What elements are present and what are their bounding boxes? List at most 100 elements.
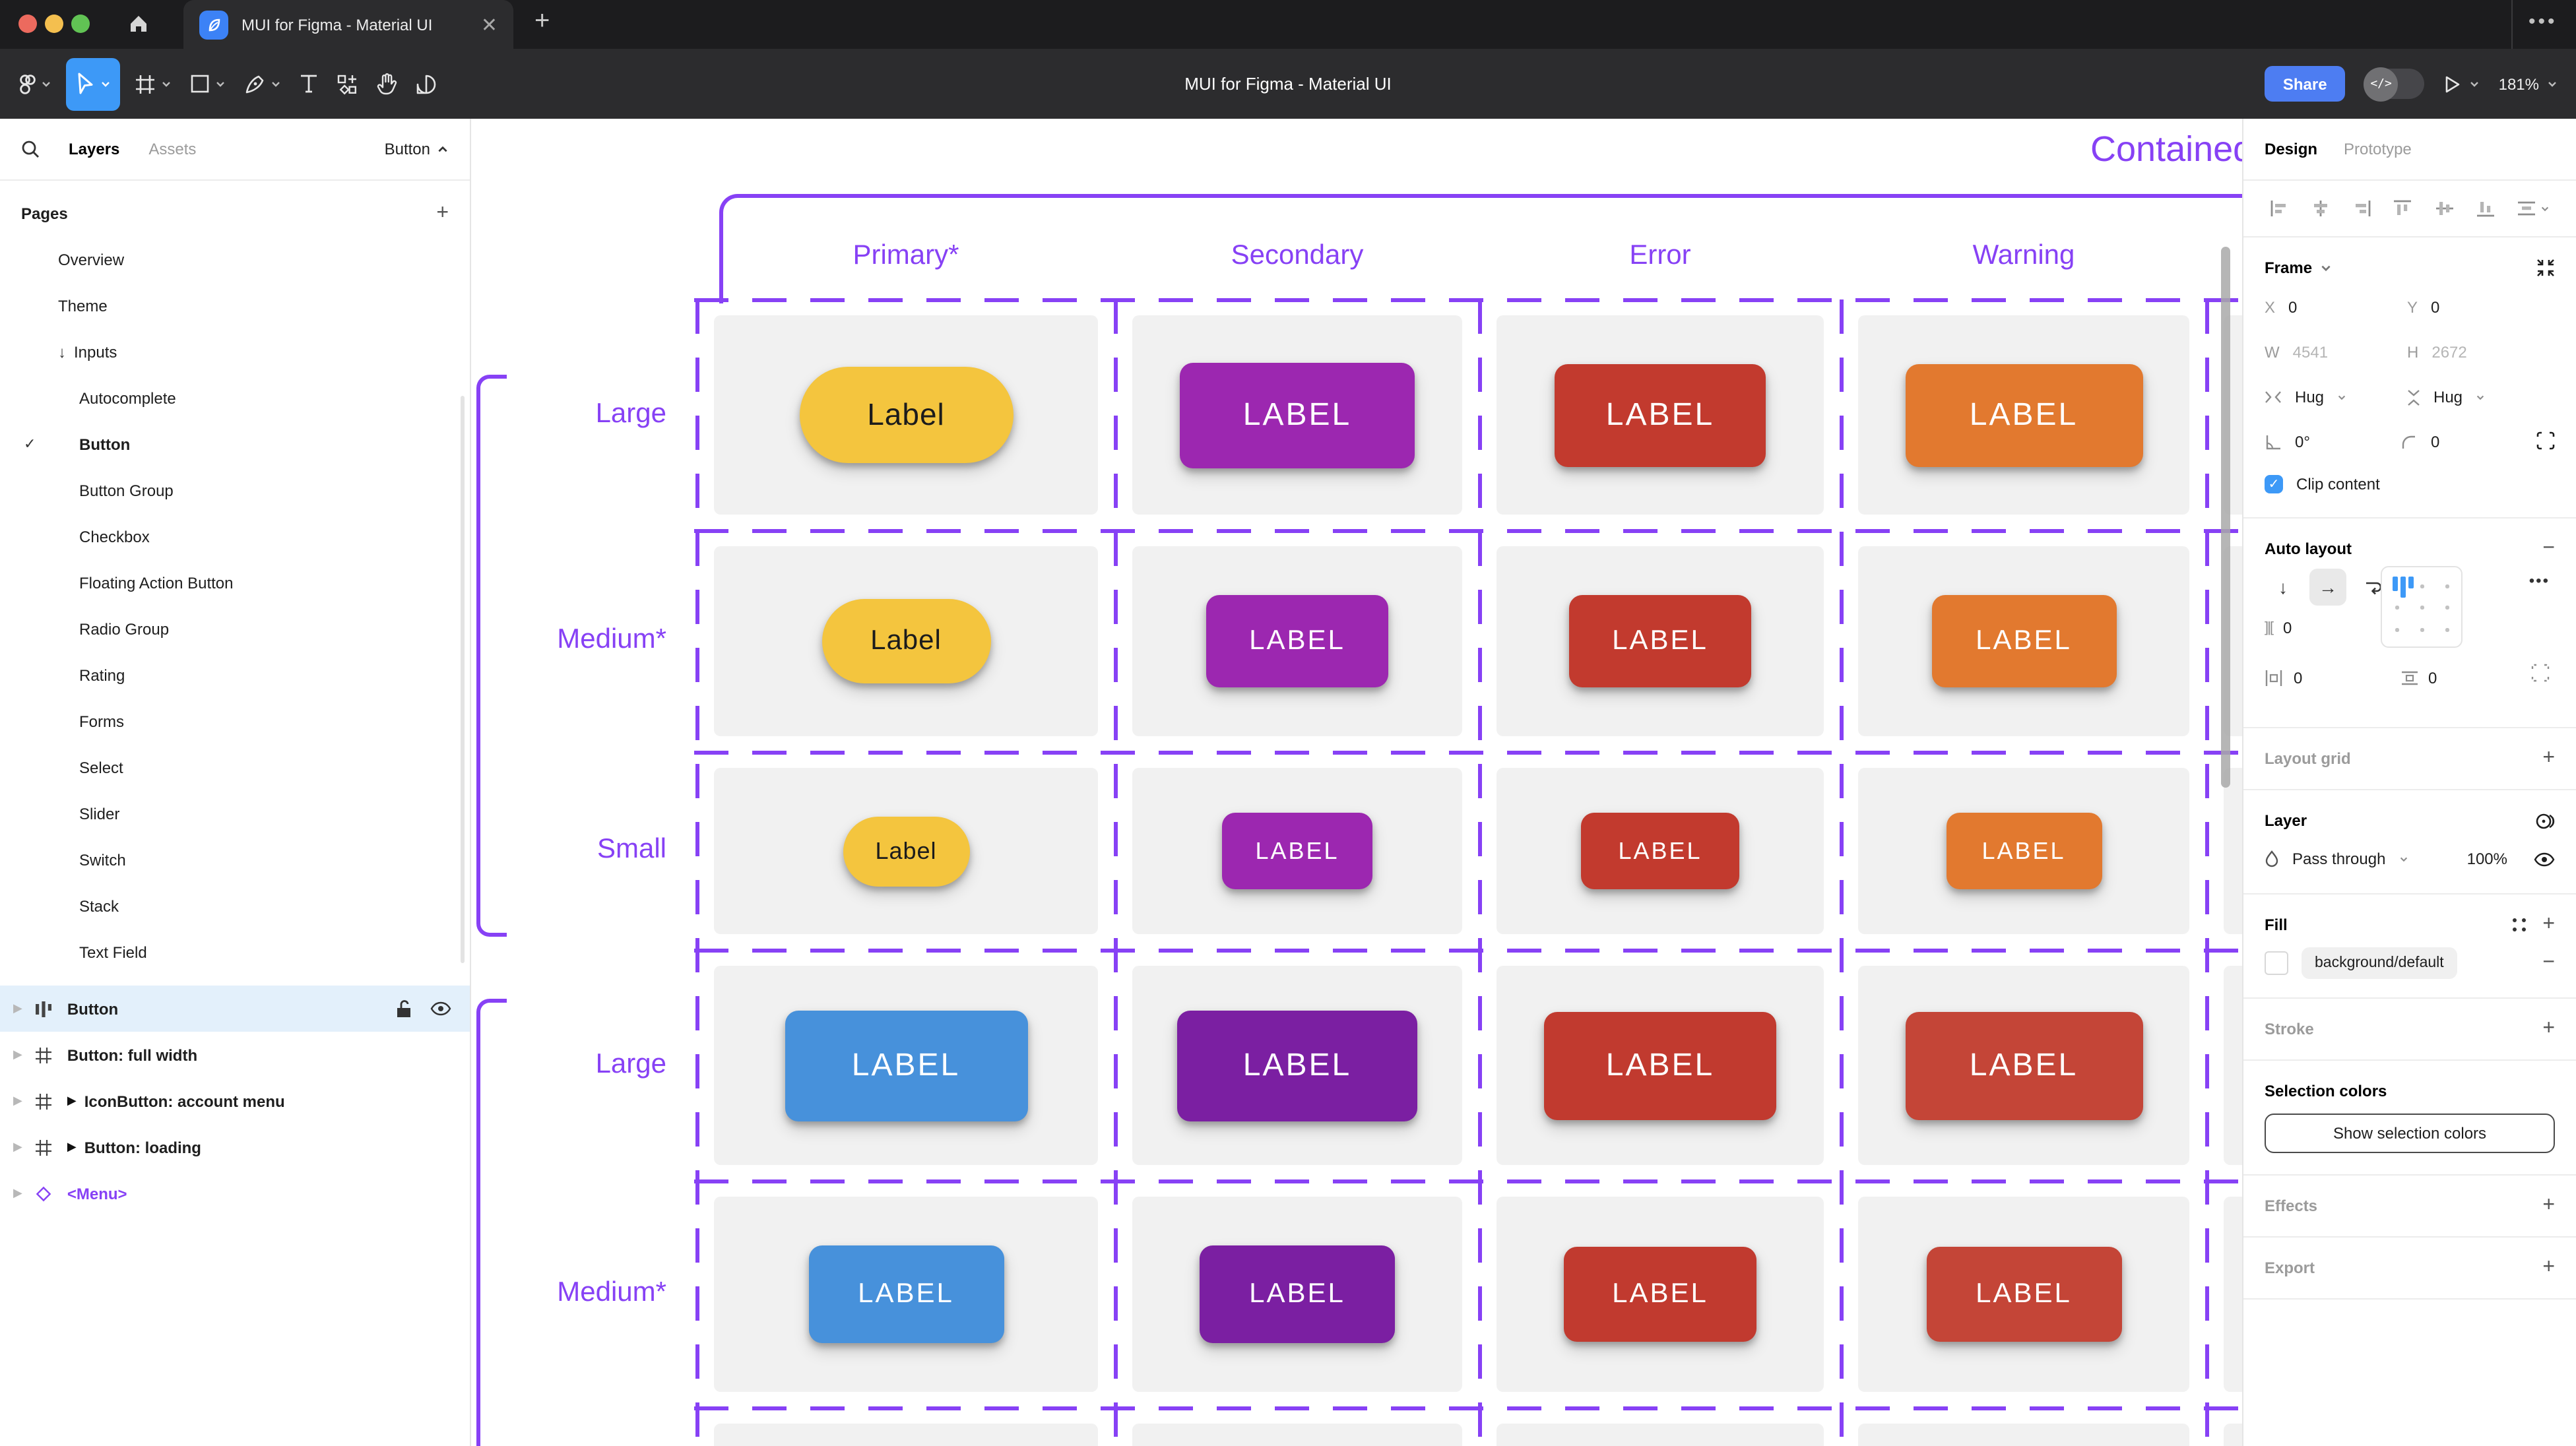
fill-row[interactable]: background/default − <box>2265 942 2555 984</box>
expand-chevron-icon[interactable]: ▶ <box>13 1048 22 1061</box>
page-item-checkbox[interactable]: Checkbox <box>79 527 150 546</box>
mui-button-warning-medium[interactable]: LABEL <box>1931 595 2116 687</box>
page-item-theme[interactable]: Theme <box>58 296 108 315</box>
text-tool-button[interactable] <box>290 57 327 110</box>
mui-button-error-medium[interactable]: LABEL <box>1569 595 1751 687</box>
shape-tool-button[interactable] <box>181 57 235 110</box>
blend-mode-row[interactable]: Pass through 100% <box>2265 838 2555 880</box>
page-item-select[interactable]: Select <box>79 758 123 776</box>
comment-tool-button[interactable] <box>406 57 446 110</box>
h-sizing-dropdown[interactable]: Hug <box>2265 388 2407 406</box>
eye-icon[interactable] <box>430 1001 451 1016</box>
file-tab[interactable]: MUI for Figma - Material UI ✕ <box>183 0 513 49</box>
clip-content-checkbox[interactable]: ✓ <box>2265 475 2283 493</box>
vertical-padding-field[interactable]: 0 <box>2402 669 2437 687</box>
align-left-icon[interactable] <box>2270 199 2290 218</box>
present-button[interactable] <box>2443 75 2480 93</box>
align-top-icon[interactable] <box>2393 199 2413 218</box>
page-item-button[interactable]: ✓Button <box>24 435 131 453</box>
add-layout-grid-button[interactable]: + <box>2542 747 2555 769</box>
gap-field[interactable]: ]|[0 <box>2265 619 2292 637</box>
hand-tool-button[interactable] <box>367 57 406 110</box>
tab-close-icon[interactable]: ✕ <box>480 14 498 36</box>
fill-token-chip[interactable]: background/default <box>2302 947 2457 979</box>
maximize-window-button[interactable] <box>71 15 90 33</box>
add-fill-button[interactable]: + <box>2542 913 2555 935</box>
layer-item-iconbutton-account-menu[interactable]: ▶▶IconButton: account menu <box>13 1092 285 1110</box>
auto-layout-more-icon[interactable]: ••• <box>2528 571 2550 590</box>
corner-radius-field[interactable]: 0 <box>2400 433 2536 451</box>
unlock-icon[interactable] <box>396 999 412 1018</box>
page-item-forms[interactable]: Forms <box>79 712 124 730</box>
mui-button-secondary-medium[interactable]: LABEL <box>1200 1245 1395 1343</box>
rotation-field[interactable]: 0° <box>2265 433 2400 451</box>
add-effect-button[interactable]: + <box>2542 1194 2555 1216</box>
mui-button-error-small[interactable]: LABEL <box>1581 813 1739 889</box>
mui-button-error-large[interactable]: LABEL <box>1555 363 1766 466</box>
mui-button-secondary-medium[interactable]: LABEL <box>1206 595 1388 687</box>
page-item-radio-group[interactable]: Radio Group <box>79 619 170 638</box>
search-icon[interactable] <box>21 140 40 158</box>
mui-button-primary-large[interactable]: LABEL <box>785 1010 1027 1121</box>
home-icon[interactable] <box>127 12 150 42</box>
mui-button-secondary-small[interactable]: LABEL <box>1222 813 1372 889</box>
v-sizing-dropdown[interactable]: Hug <box>2407 388 2550 406</box>
page-item-slider[interactable]: Slider <box>79 804 120 823</box>
mui-button-primary-small[interactable]: Label <box>843 816 969 886</box>
auto-layout-wrap-button[interactable] <box>2354 569 2391 606</box>
canvas-scrollbar[interactable] <box>2221 247 2230 788</box>
add-stroke-button[interactable]: + <box>2542 1017 2555 1040</box>
show-selection-colors-button[interactable]: Show selection colors <box>2265 1114 2555 1153</box>
layer-opacity[interactable]: 100% <box>2466 850 2507 868</box>
layer-item-button-loading[interactable]: ▶▶Button: loading <box>13 1138 201 1156</box>
horizontal-padding-field[interactable]: 0 <box>2265 669 2302 687</box>
distribute-menu[interactable] <box>2517 199 2550 218</box>
main-menu-button[interactable] <box>8 57 61 110</box>
mui-button-warning-large[interactable]: LABEL <box>1905 1011 2142 1119</box>
expand-chevron-icon[interactable]: ▶ <box>13 1094 22 1107</box>
new-tab-button[interactable]: + <box>534 7 550 36</box>
add-export-button[interactable]: + <box>2542 1256 2555 1278</box>
page-item-autocomplete[interactable]: Autocomplete <box>79 389 176 407</box>
resources-tool-button[interactable] <box>327 57 367 110</box>
mui-button-secondary-large[interactable]: LABEL <box>1180 362 1415 468</box>
align-bottom-icon[interactable] <box>2476 199 2496 218</box>
page-jump-dropdown[interactable]: Button <box>385 140 449 158</box>
styles-icon[interactable] <box>2511 917 2527 933</box>
layer-item-button[interactable]: ▶Button <box>0 986 470 1032</box>
remove-auto-layout-button[interactable]: − <box>2542 537 2555 559</box>
mui-button-warning-large[interactable]: LABEL <box>1905 363 2142 466</box>
layer-item--menu-[interactable]: ▶<Menu> <box>13 1184 127 1203</box>
mui-button-error-large[interactable]: LABEL <box>1544 1011 1776 1119</box>
independent-padding-button[interactable] <box>2531 664 2550 686</box>
mui-button-primary-medium[interactable]: Label <box>821 599 990 683</box>
page-item-floating-action-button[interactable]: Floating Action Button <box>79 573 234 592</box>
zoom-menu[interactable]: 181% <box>2499 75 2558 93</box>
window-more-icon[interactable]: ••• <box>2528 11 2558 33</box>
align-h-center-icon[interactable] <box>2311 199 2331 218</box>
expand-chevron-icon[interactable]: ▶ <box>13 1140 22 1153</box>
mui-button-warning-small[interactable]: LABEL <box>1946 813 2102 889</box>
align-right-icon[interactable] <box>2352 199 2372 218</box>
minimize-window-button[interactable] <box>45 15 63 33</box>
page-item-stack[interactable]: Stack <box>79 896 119 915</box>
auto-layout-vertical-button[interactable]: ↓ <box>2278 577 2288 598</box>
dev-mode-toggle[interactable]: </> <box>2364 67 2425 101</box>
frame-section-title[interactable]: Frame <box>2265 259 2313 277</box>
mui-button-secondary-large[interactable]: LABEL <box>1177 1010 1417 1121</box>
collapse-corners-icon[interactable] <box>2536 259 2555 277</box>
mui-button-warning-medium[interactable]: LABEL <box>1926 1247 2121 1342</box>
align-v-center-icon[interactable] <box>2434 199 2454 218</box>
eye-icon[interactable] <box>2534 852 2555 866</box>
page-item-rating[interactable]: Rating <box>79 666 125 684</box>
auto-layout-horizontal-button[interactable]: → <box>2309 569 2346 606</box>
share-button[interactable]: Share <box>2264 66 2346 102</box>
left-panel-scrollbar[interactable] <box>461 396 465 963</box>
add-page-button[interactable]: + <box>436 202 449 224</box>
move-tool-button[interactable] <box>66 57 120 110</box>
page-item-switch[interactable]: Switch <box>79 850 126 869</box>
tab-design[interactable]: Design <box>2265 140 2318 158</box>
